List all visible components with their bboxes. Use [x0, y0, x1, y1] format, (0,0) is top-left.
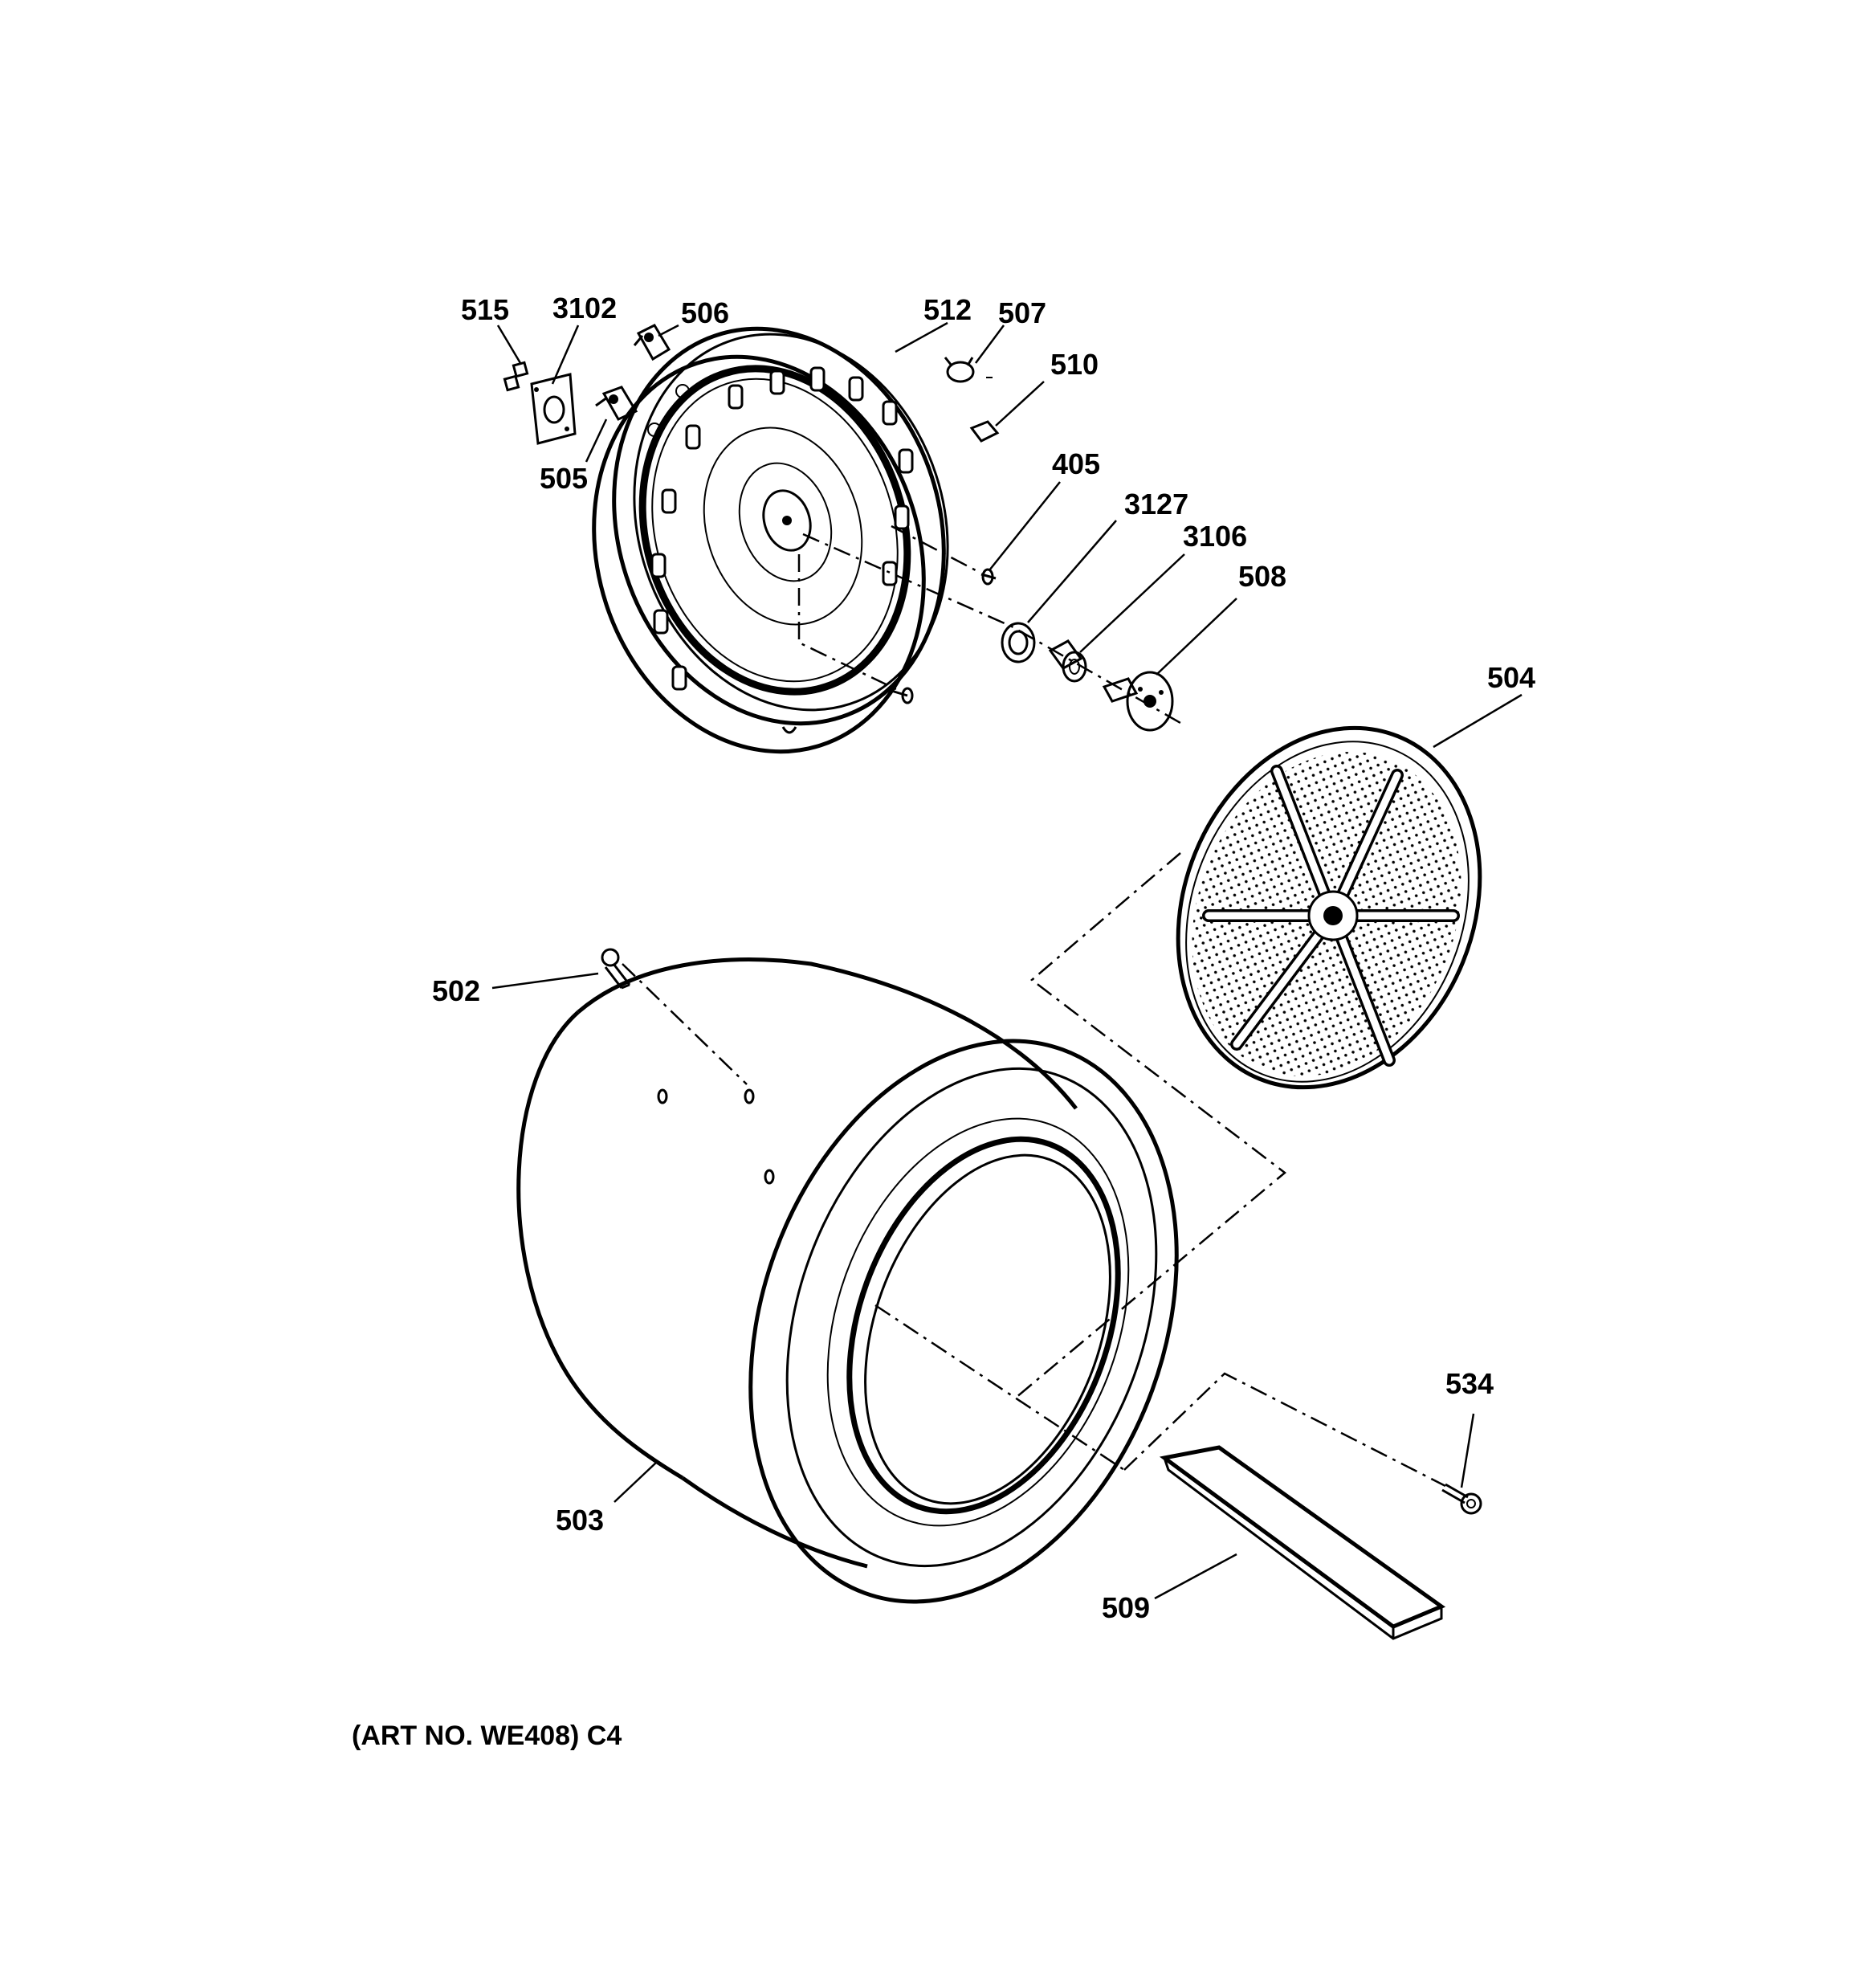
leader-lines [491, 321, 1523, 1600]
callout-3106: 3106 [1183, 520, 1247, 553]
part-509-baffle [1159, 1445, 1446, 1640]
part-510-clip [969, 420, 1000, 443]
callout-510: 510 [1050, 348, 1099, 381]
callout-504: 504 [1487, 661, 1535, 694]
part-508-shaft [1102, 671, 1174, 732]
callout-508: 508 [1238, 560, 1286, 593]
part-3127-washer [1001, 622, 1036, 663]
part-506-thermostat [633, 324, 671, 361]
coil-clips [650, 366, 914, 691]
callout-515: 515 [461, 293, 509, 326]
part-505-thermostat [595, 386, 638, 421]
part-405-screw [980, 568, 997, 586]
part-507-sensor [944, 357, 993, 383]
callout-502: 502 [432, 974, 480, 1007]
callout-labels: 515 3102 506 512 507 510 505 405 3127 31… [432, 292, 1535, 1624]
callout-3127: 3127 [1124, 488, 1188, 520]
screw-lower-bulkhead [891, 687, 914, 704]
callout-405: 405 [1052, 447, 1100, 480]
callout-512: 512 [923, 293, 972, 326]
part-3102-plate [530, 373, 577, 445]
callout-509: 509 [1102, 1591, 1150, 1624]
part-515-clips [503, 361, 529, 392]
callout-534: 534 [1445, 1367, 1494, 1400]
callout-503: 503 [556, 1504, 604, 1537]
callout-507: 507 [998, 296, 1046, 329]
part-3106-bearing [1048, 639, 1087, 683]
drum-503 [516, 957, 1179, 1604]
part-534-screw [1441, 1483, 1482, 1515]
art-number-caption: (ART NO. WE408) C4 [352, 1721, 622, 1751]
callout-3102: 3102 [552, 292, 617, 325]
callout-506: 506 [681, 296, 729, 329]
callout-505: 505 [540, 462, 588, 495]
part-502-bolt [601, 948, 631, 990]
rear-bulkhead [592, 326, 949, 754]
drum-back-504 [1176, 725, 1482, 1090]
